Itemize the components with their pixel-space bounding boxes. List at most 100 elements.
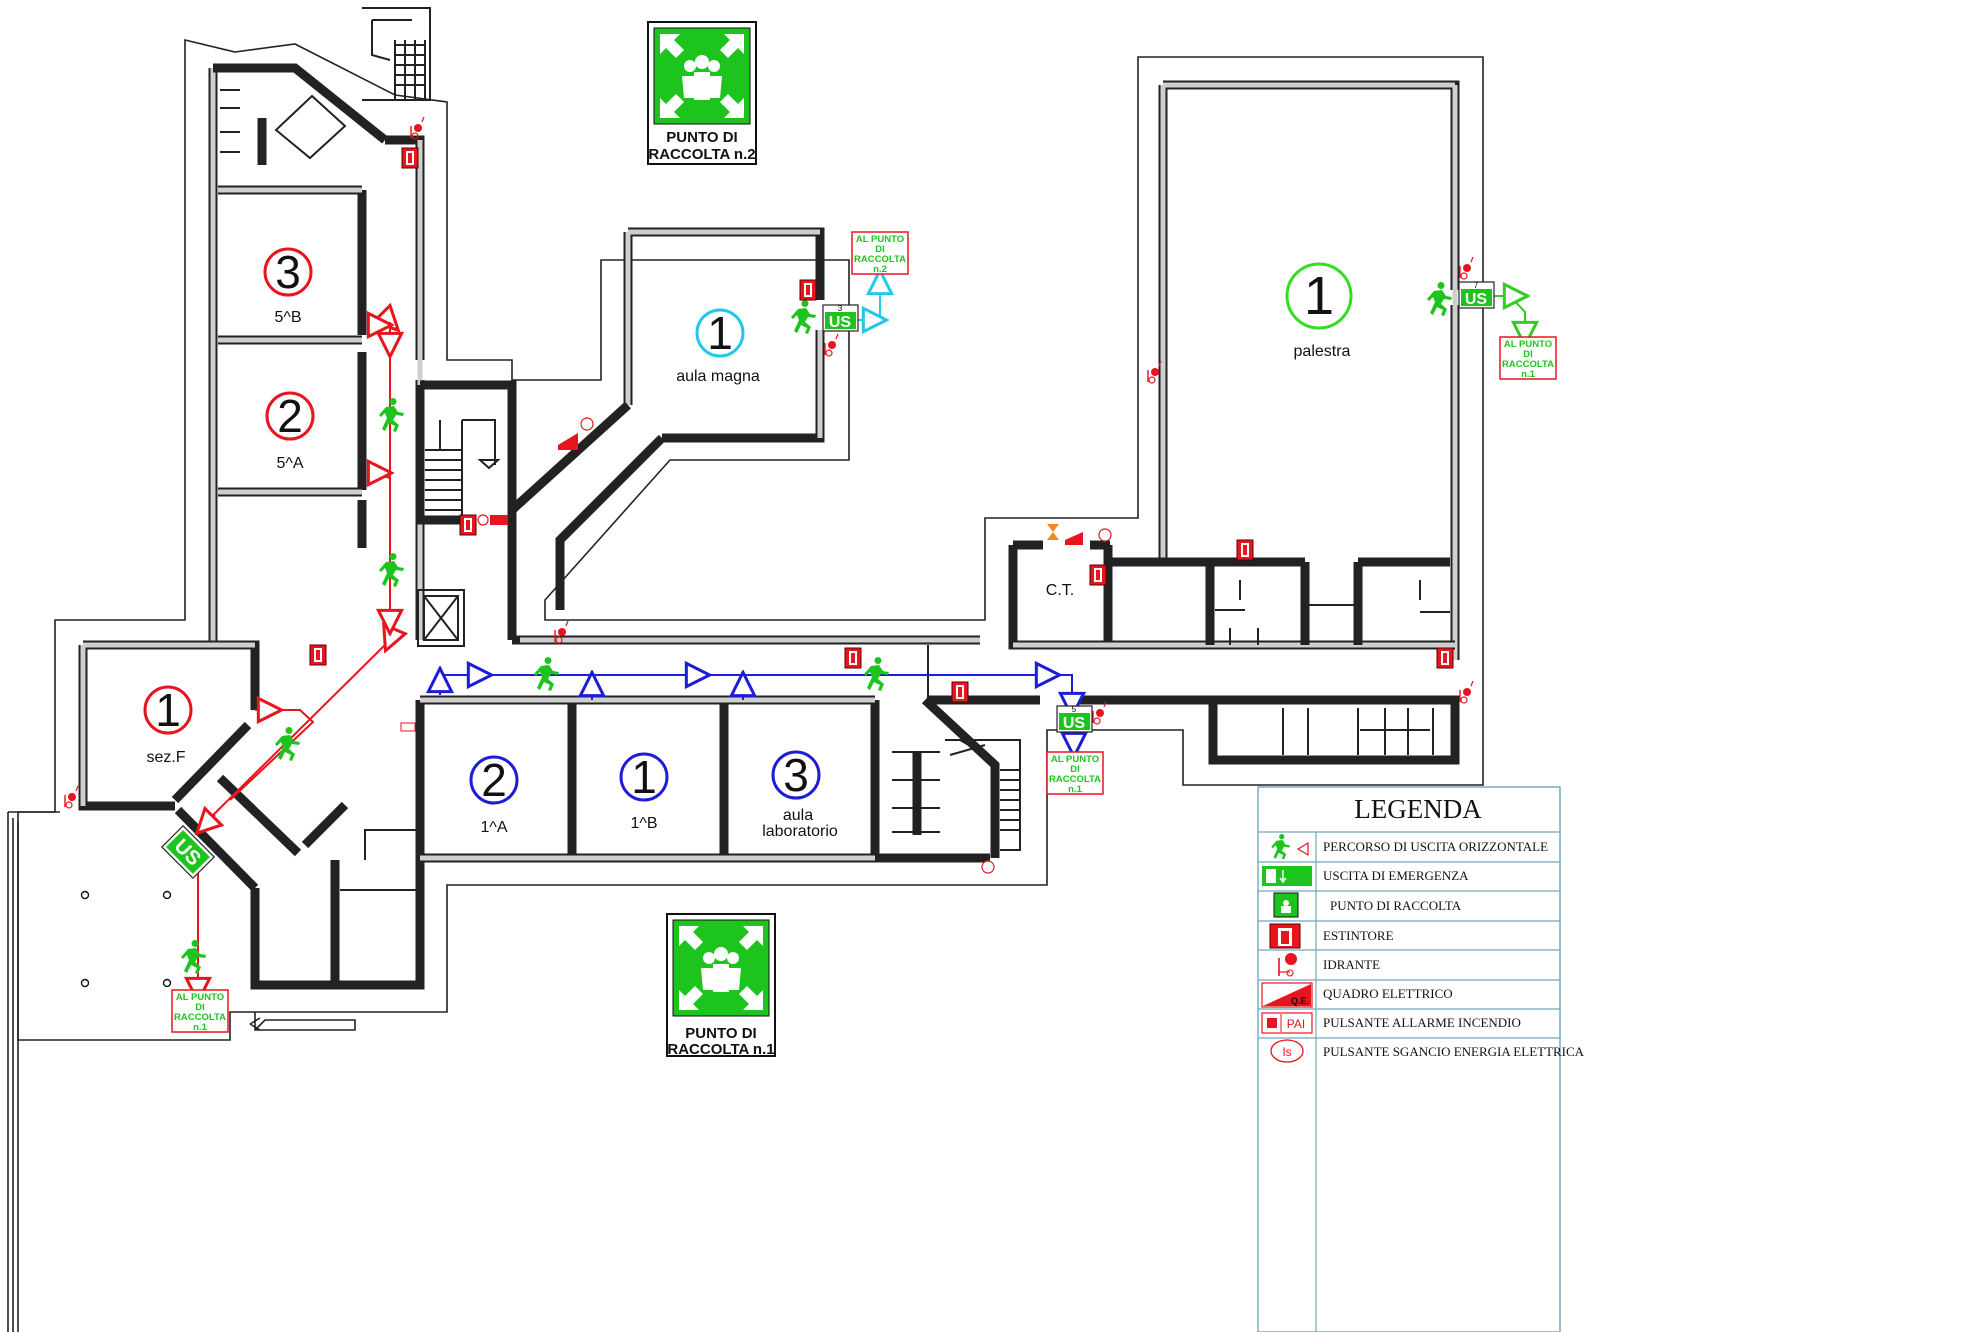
tag-line: RACCOLTA — [1502, 359, 1554, 370]
legend-item-label: QUADRO ELETTRICO — [1323, 986, 1453, 1001]
room-aula-laboratorio: 3 aula laboratorio — [762, 749, 838, 840]
aula-magna-walls — [507, 227, 980, 645]
svg-text:PAI: PAI — [1287, 1017, 1305, 1031]
exit-number: 3 — [838, 304, 843, 313]
legend-item-exit-route: PERCORSO DI USCITA ORIZZONTALE — [1271, 834, 1548, 860]
fire-extinguisher-icons — [309, 147, 1454, 703]
tag-line: AL PUNTO — [856, 234, 904, 245]
evacuation-routes — [198, 282, 1525, 990]
assembly-point-line1: PUNTO DI — [685, 1025, 756, 1042]
assembly-point-line2: RACCOLTA n.2 — [648, 146, 755, 163]
tag-line: n.1 — [1521, 369, 1535, 380]
assembly-point-icon — [660, 34, 744, 118]
emergency-exit-sign-corridor: 5 US — [1056, 705, 1093, 733]
legend-item-fire-alarm-button: PAI PULSANTE ALLARME INCENDIO — [1261, 1012, 1521, 1034]
left-wing-walls — [78, 7, 517, 990]
tag-line: RACCOLTA — [854, 254, 906, 265]
assembly-point-sign-1: PUNTO DI RACCOLTA n.1 — [666, 913, 776, 1058]
room-label: sez.F — [146, 749, 185, 766]
south-classrooms-walls — [415, 695, 1021, 863]
tag-line: DI — [195, 1002, 205, 1013]
hydrant-icon — [1278, 953, 1297, 977]
legend-item-label: ESTINTORE — [1323, 928, 1394, 943]
room-1b: 1 1^B — [619, 751, 669, 832]
legend-item-label: PULSANTE SGANCIO ENERGIA ELETTRICA — [1323, 1044, 1585, 1059]
tag-line: n.2 — [873, 264, 887, 275]
exit-sign-label: US — [1063, 715, 1086, 732]
legend-item-label: USCITA DI EMERGENZA — [1323, 868, 1469, 883]
emergency-exit-sign-palestra: 7 US — [1458, 281, 1495, 309]
assembly-point-sign-2: PUNTO DI RACCOLTA n.2 — [647, 21, 757, 165]
assembly-point-line2: RACCOLTA n.1 — [667, 1041, 774, 1058]
legend-item-fire-extinguisher: ESTINTORE — [1269, 923, 1394, 949]
exit-number: 5 — [1072, 705, 1077, 714]
rally-direction-tag-sez-f: AL PUNTO DI RACCOLTA n.1 — [171, 989, 229, 1033]
fire-alarm-button-icon: PAI — [1261, 1012, 1313, 1034]
room-label: 5^A — [276, 455, 303, 472]
emergency-exit-sign-sez-f: US — [160, 824, 216, 880]
exit-sign-label: US — [1465, 291, 1488, 308]
tag-line: DI — [875, 244, 885, 255]
room-number: 1 — [707, 307, 733, 359]
outdoor-markers — [80, 890, 172, 988]
gas-valve-icon — [1047, 524, 1059, 540]
tag-line: AL PUNTO — [176, 992, 224, 1003]
tag-line: n.1 — [193, 1022, 207, 1033]
room-label: 1^B — [630, 815, 657, 832]
legend-item-label: IDRANTE — [1323, 957, 1380, 972]
tag-line: n.1 — [1068, 784, 1082, 795]
exit-number: 7 — [1474, 281, 1479, 290]
room-palestra: 1 palestra — [1285, 262, 1353, 360]
room-number: 3 — [783, 749, 809, 801]
room-number: 1 — [1304, 266, 1334, 326]
room-number: 1 — [631, 751, 657, 803]
electrical-panel-icons — [400, 433, 1083, 732]
svg-text:Q.E.: Q.E. — [1291, 996, 1309, 1006]
room-label: 1^A — [480, 819, 507, 836]
fire-extinguisher-icon — [1269, 923, 1301, 949]
tag-line: RACCOLTA — [174, 1012, 226, 1023]
tag-line: AL PUNTO — [1504, 339, 1552, 350]
exit-sign-label: US — [829, 314, 852, 331]
electrical-panel-icon: Q.E. — [1261, 982, 1313, 1008]
tag-line: DI — [1070, 764, 1080, 775]
room-5b: 3 5^B — [263, 246, 313, 326]
legend-title: LEGENDA — [1354, 794, 1482, 824]
legend-item-power-cutoff-button: Is PULSANTE SGANCIO ENERGIA ELETTRICA — [1270, 1039, 1585, 1063]
rally-direction-tag-magna: AL PUNTO DI RACCOLTA n.2 — [851, 231, 909, 275]
assembly-point-line1: PUNTO DI — [666, 129, 737, 146]
legend-item-label: PUNTO DI RACCOLTA — [1330, 898, 1462, 913]
room-label: aula — [783, 807, 813, 824]
room-1a: 2 1^A — [469, 754, 519, 836]
rally-direction-tag-palestra: AL PUNTO DI RACCOLTA n.1 — [1499, 336, 1557, 380]
room-aula-magna: 1 aula magna — [676, 307, 760, 385]
legend-item-electrical-panel: Q.E. QUADRO ELETTRICO — [1261, 982, 1453, 1008]
svg-text:Is: Is — [1282, 1045, 1291, 1059]
east-wing-walls — [927, 80, 1460, 765]
assembly-point-icon — [679, 926, 763, 1010]
site-outline — [7, 38, 1484, 1332]
legend-item-label: PERCORSO DI USCITA ORIZZONTALE — [1323, 839, 1548, 854]
room-label: palestra — [1294, 343, 1351, 360]
room-5a: 2 5^A — [265, 390, 315, 472]
power-cutoff-button-icons — [477, 417, 1112, 874]
room-sez-f: 1 sez.F — [143, 684, 193, 766]
emergency-exit-sign-magna: 3 US — [822, 304, 859, 332]
legend-item-emergency-exit: USCITA DI EMERGENZA — [1262, 866, 1469, 886]
room-label-ct: C.T. — [1046, 582, 1074, 599]
legend-item-hydrant: IDRANTE — [1278, 953, 1380, 977]
room-number: 3 — [275, 246, 301, 298]
room-number: 1 — [155, 684, 181, 736]
room-label: 5^B — [274, 309, 301, 326]
power-cutoff-button-icon: Is — [1270, 1039, 1304, 1063]
tag-line: AL PUNTO — [1051, 754, 1099, 765]
legend-item-label: PULSANTE ALLARME INCENDIO — [1323, 1015, 1521, 1030]
tag-line: RACCOLTA — [1049, 774, 1101, 785]
legend-item-assembly-point: PUNTO DI RACCOLTA — [1273, 892, 1462, 918]
room-label: aula magna — [676, 368, 760, 385]
rally-direction-tag-corridor: AL PUNTO DI RACCOLTA n.1 — [1046, 751, 1104, 795]
tag-line: DI — [1523, 349, 1533, 360]
room-number: 2 — [481, 754, 507, 806]
legend: LEGENDA PERCORSO DI USCITA ORIZZONTALE U… — [1257, 786, 1585, 1332]
